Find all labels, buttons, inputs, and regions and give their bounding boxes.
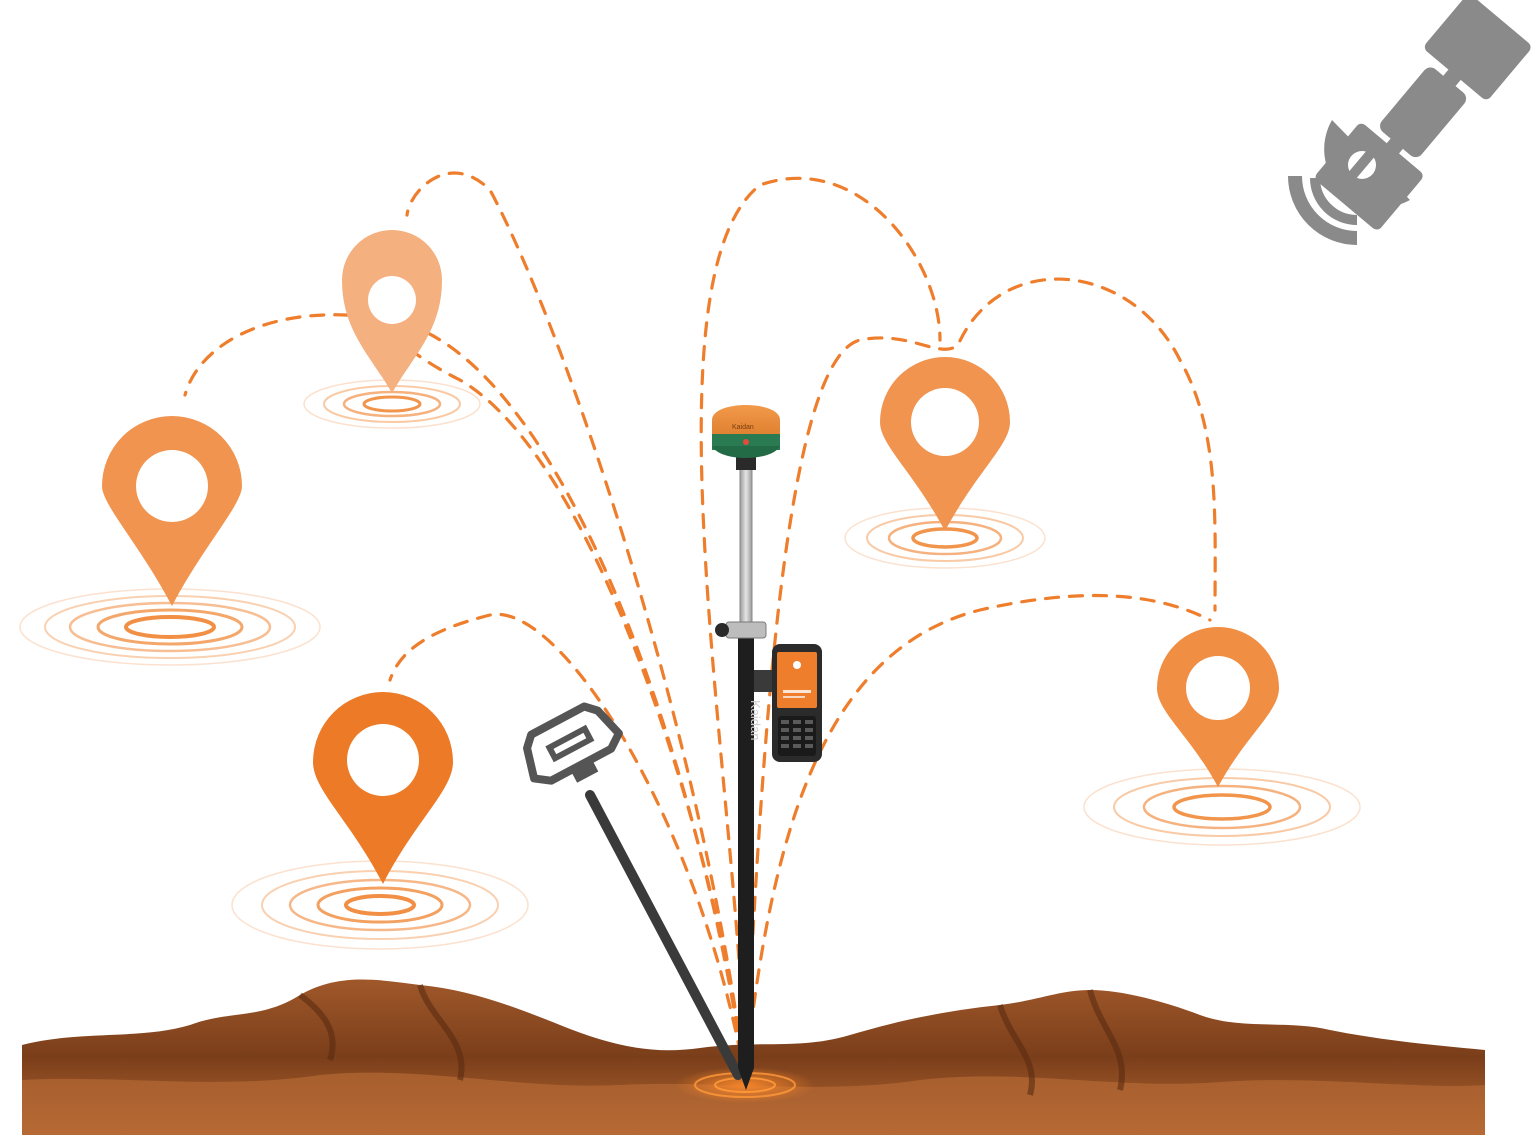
receiver-brand-label: Kaidan (732, 424, 754, 431)
ripple-lower-left (231, 860, 529, 950)
survey-pole: Kaidan (715, 467, 767, 1090)
gnss-base-station-outline-icon (523, 702, 743, 1080)
signal-trajectories (183, 171, 1217, 1080)
map-pin-icon (342, 230, 442, 393)
map-pin-icon (102, 416, 242, 606)
pole-brand-label: Kaidan (748, 700, 763, 740)
handheld-controller-icon (754, 644, 822, 762)
gnss-receiver-icon: Kaidan (712, 405, 780, 470)
map-pin-icon (1157, 627, 1279, 787)
satellite-icon (1288, 0, 1531, 245)
ripple-right-lower (1083, 768, 1361, 846)
map-pin-icon (880, 357, 1010, 531)
map-pin-icon (313, 692, 453, 884)
